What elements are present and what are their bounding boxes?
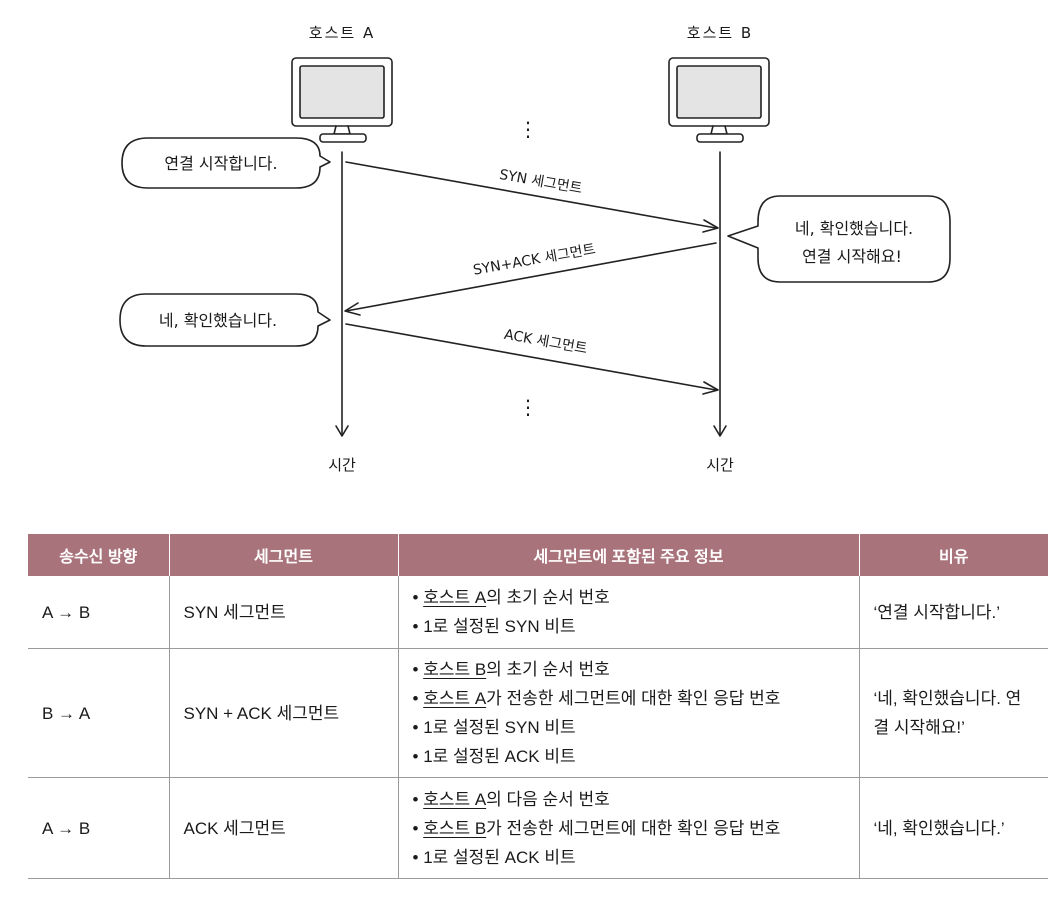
info-item: 호스트 A의 초기 순서 번호 xyxy=(413,583,845,612)
syn-arrowhead xyxy=(702,219,719,233)
metaphor-cell: ‘네, 확인했습니다.’ xyxy=(858,777,1048,879)
handshake-summary-table: 송수신 방향 세그먼트 세그먼트에 포함된 주요 정보 비유 A → B SYN… xyxy=(28,534,1048,879)
ack-label: ACK 세그먼트 xyxy=(503,327,589,357)
bubble-a1-text: 연결 시작합니다. xyxy=(164,154,277,173)
info-cell: 호스트 A의 다음 순서 번호 호스트 B가 전송한 세그먼트에 대한 확인 응… xyxy=(397,777,859,879)
bubble-a2-text: 네, 확인했습니다. xyxy=(159,311,277,330)
info-item: 1로 설정된 SYN 비트 xyxy=(413,713,845,742)
header-metaphor: 비유 xyxy=(858,534,1048,576)
syn-ack-arrow xyxy=(345,242,717,312)
host-a-time-label: 시간 xyxy=(328,456,356,474)
info-item: 1로 설정된 SYN 비트 xyxy=(413,612,845,641)
header-segment: 세그먼트 xyxy=(168,534,398,576)
ellipsis-bottom: ⋮ xyxy=(518,395,538,419)
bubble-b1-text-line1: 네, 확인했습니다. xyxy=(795,219,913,238)
host-a-computer-icon xyxy=(291,57,393,143)
table-row: B → A SYN + ACK 세그먼트 호스트 B의 초기 순서 번호 호스트… xyxy=(28,648,1048,778)
syn-label: SYN 세그먼트 xyxy=(498,167,584,197)
bubble-b1 xyxy=(727,195,951,283)
direction-cell: A → B xyxy=(28,576,169,649)
ack-arrow xyxy=(345,323,717,391)
host-a-timeline-arrowhead xyxy=(335,425,349,437)
info-cell: 호스트 A의 초기 순서 번호 1로 설정된 SYN 비트 xyxy=(397,576,859,649)
syn-arrow xyxy=(345,161,717,229)
three-way-handshake-diagram: 호스트 A 호스트 B ⋮ ⋮ SYN 세그먼트 SYN+ACK 세그먼트 AC… xyxy=(119,24,951,474)
table-row: A → B SYN 세그먼트 호스트 A의 초기 순서 번호 1로 설정된 SY… xyxy=(28,576,1048,649)
table-header-row: 송수신 방향 세그먼트 세그먼트에 포함된 주요 정보 비유 xyxy=(28,534,1048,576)
info-item: 호스트 B가 전송한 세그먼트에 대한 확인 응답 번호 xyxy=(413,814,845,843)
ack-arrowhead xyxy=(702,381,719,395)
direction-cell: B → A xyxy=(28,648,169,778)
host-b-computer-icon xyxy=(668,57,770,143)
bubble-a2 xyxy=(119,293,331,347)
host-b-timeline-arrowhead xyxy=(713,425,727,437)
info-item: 호스트 A가 전송한 세그먼트에 대한 확인 응답 번호 xyxy=(413,684,845,713)
host-b-label: 호스트 B xyxy=(687,24,753,42)
segment-cell: SYN + ACK 세그먼트 xyxy=(168,648,398,778)
segment-cell: SYN 세그먼트 xyxy=(168,576,398,649)
segment-cell: ACK 세그먼트 xyxy=(168,777,398,879)
table-row: A → B ACK 세그먼트 호스트 A의 다음 순서 번호 호스트 B가 전송… xyxy=(28,777,1048,879)
host-a-label: 호스트 A xyxy=(309,24,375,42)
host-b-time-label: 시간 xyxy=(706,456,734,474)
bubble-a1 xyxy=(121,137,331,189)
info-item: 1로 설정된 ACK 비트 xyxy=(413,742,845,771)
header-info: 세그먼트에 포함된 주요 정보 xyxy=(397,534,859,576)
info-item: 호스트 A의 다음 순서 번호 xyxy=(413,785,845,814)
syn-ack-arrowhead xyxy=(344,302,361,316)
direction-cell: A → B xyxy=(28,777,169,879)
metaphor-cell: ‘네, 확인했습니다. 연결 시작해요!’ xyxy=(858,648,1048,778)
syn-ack-label: SYN+ACK 세그먼트 xyxy=(472,241,597,278)
metaphor-cell: ‘연결 시작합니다.’ xyxy=(858,576,1048,649)
bubble-b1-text-line2: 연결 시작해요! xyxy=(802,247,902,266)
header-direction: 송수신 방향 xyxy=(28,534,169,576)
info-item: 1로 설정된 ACK 비트 xyxy=(413,843,845,872)
info-cell: 호스트 B의 초기 순서 번호 호스트 A가 전송한 세그먼트에 대한 확인 응… xyxy=(397,648,859,778)
info-item: 호스트 B의 초기 순서 번호 xyxy=(413,655,845,684)
ellipsis-top: ⋮ xyxy=(518,117,538,141)
